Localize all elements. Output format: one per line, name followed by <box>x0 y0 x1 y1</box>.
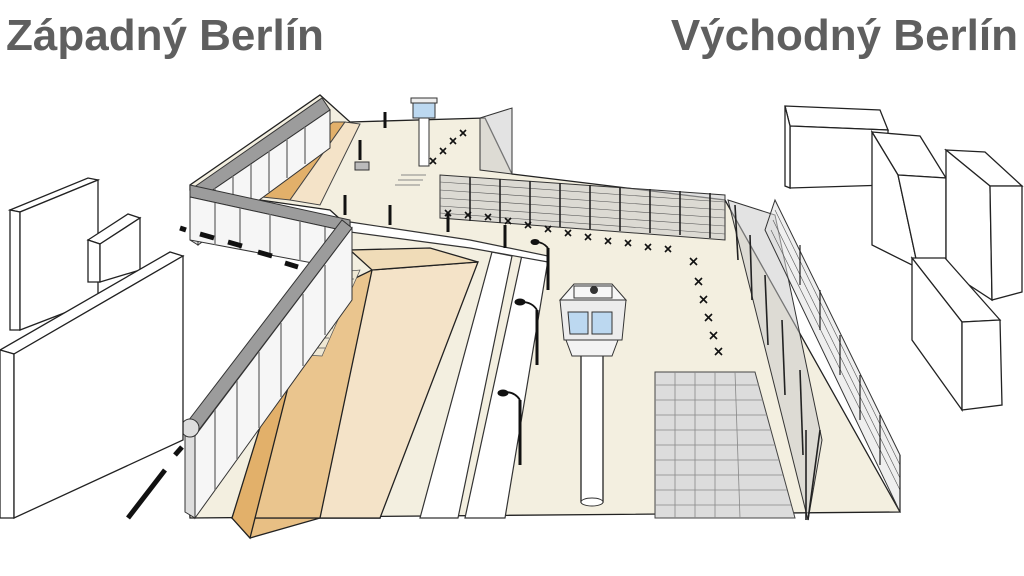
anti-vehicle-trench <box>230 247 479 540</box>
outer-wall-lower <box>180 219 353 520</box>
inner-fence-back <box>439 107 726 241</box>
street-lamps <box>343 112 550 465</box>
guard-booth <box>354 161 426 186</box>
spike-grate <box>654 371 796 519</box>
main-watchtower <box>558 283 628 507</box>
inner-fence-right <box>727 198 901 521</box>
outer-wall-upper <box>189 97 351 271</box>
east-buildings <box>784 105 1024 413</box>
west-buildings <box>0 177 185 520</box>
west-berlin-label: Západný Berlín <box>6 11 324 60</box>
far-watchtower <box>410 97 438 167</box>
east-berlin-label: Východný Berlín <box>670 11 1018 60</box>
west-road-markings <box>126 225 299 520</box>
